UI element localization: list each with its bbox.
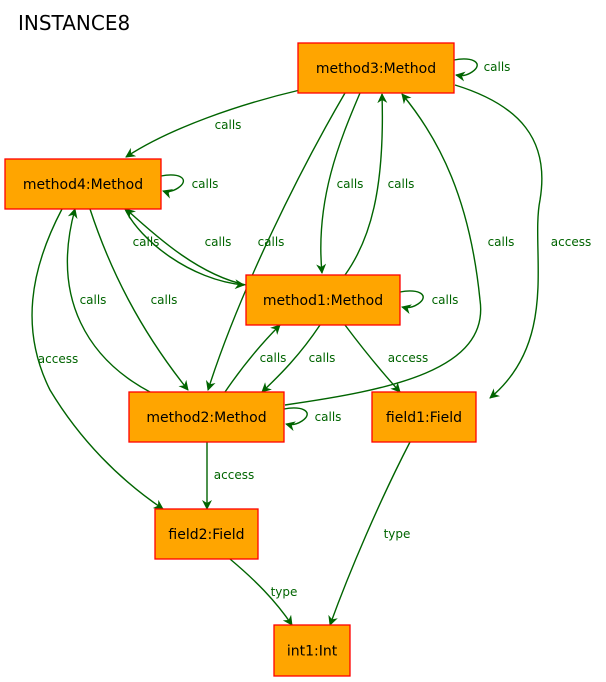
edge-method1-to-method4-label: calls: [205, 235, 232, 249]
edge-method1-to-method1-arrow: [399, 290, 424, 315]
edge-method4-to-method2-arrow: [89, 208, 189, 391]
edge-method2-to-method3-label: calls: [488, 235, 515, 249]
edge-method2-to-method1-arrow: [224, 324, 281, 393]
edge-method3-to-method2-arrow: [205, 92, 346, 391]
node-field2: field2:Field: [154, 508, 259, 560]
node-method4-box: [4, 158, 162, 210]
edge-method3-to-field1-label: access: [551, 235, 591, 249]
edge-method3-to-method1-arrow: [316, 92, 361, 274]
node-method2: method2:Method: [128, 391, 285, 443]
edge-field1-to-int1-arrow: [328, 441, 411, 626]
edge-method2-to-method2-label: calls: [315, 410, 342, 424]
edge-method4-to-field2-arrow: [31, 208, 164, 510]
node-int1: int1:Int: [273, 624, 351, 677]
node-method4-label: method4:Method: [23, 177, 143, 193]
edge-method1-to-method1-label: calls: [432, 293, 459, 307]
diagram-title: INSTANCE8: [18, 11, 130, 35]
node-method1-box: [245, 274, 401, 326]
node-method1-label: method1:Method: [263, 293, 383, 309]
node-field1-box: [371, 391, 477, 443]
node-method3: method3:Method: [297, 42, 455, 94]
edge-method2-to-method1-label: calls: [260, 351, 287, 365]
edge-method1-to-method4-arrow: [125, 208, 247, 286]
edge-labels-layer: calls calls calls calls access calls calls call…: [38, 60, 591, 599]
edge-method4-to-method1-label: calls: [133, 235, 160, 249]
node-int1-box: [273, 624, 351, 677]
edge-field1-to-int1-label: type: [384, 527, 411, 541]
edge-method2-to-method2-arrow: [283, 407, 308, 432]
edge-method4-to-field2-label: access: [38, 352, 78, 366]
edge-method1-to-method3-arrow: [344, 93, 388, 276]
edge-method4-to-method2-label: calls: [151, 293, 178, 307]
edge-method2-to-field2-label: access: [214, 468, 254, 482]
edge-method4-to-method4-arrow: [160, 174, 184, 199]
edge-method1-to-field1-arrow: [344, 324, 401, 393]
edge-method3-to-field1-arrow: [454, 84, 543, 399]
edges-layer: [31, 58, 543, 626]
node-method2-label: method2:Method: [146, 410, 266, 426]
edge-field2-to-int1-label: type: [271, 585, 298, 599]
edge-method3-to-method1-label: calls: [337, 177, 364, 191]
edge-method2-to-method4-label: calls: [80, 293, 107, 307]
edge-method4-to-method4-label: calls: [192, 177, 219, 191]
edge-method1-to-method2-label: calls: [309, 351, 336, 365]
edge-method3-to-method4-label: calls: [215, 118, 242, 132]
edge-method3-to-method4-arrow: [125, 89, 301, 158]
edge-method3-to-method2-label: calls: [258, 235, 285, 249]
nodes-layer: method3:Method method4:Method method1:Meth…: [4, 42, 477, 677]
edge-method2-to-method4-arrow: [66, 208, 151, 393]
edge-method2-to-method3-arrow: [284, 93, 482, 406]
node-int1-label: int1:Int: [287, 644, 338, 660]
edge-method1-to-method2-arrow: [261, 324, 321, 393]
node-method4: method4:Method: [4, 158, 162, 210]
node-field1: field1:Field: [371, 391, 477, 443]
edge-method3-to-method3-arrow: [453, 58, 478, 82]
node-field2-box: [154, 508, 259, 560]
node-method2-box: [128, 391, 285, 443]
node-field2-label: field2:Field: [168, 527, 244, 543]
node-method3-label: method3:Method: [316, 61, 436, 77]
edge-method1-to-field1-label: access: [388, 351, 428, 365]
node-method3-box: [297, 42, 455, 94]
node-field1-label: field1:Field: [386, 410, 462, 426]
node-method1: method1:Method: [245, 274, 401, 326]
edge-method3-to-method3-label: calls: [484, 60, 511, 74]
edge-field2-to-int1-arrow: [229, 558, 293, 626]
edge-method1-to-method3-label: calls: [388, 177, 415, 191]
edge-method4-to-method1-arrow: [124, 208, 245, 290]
